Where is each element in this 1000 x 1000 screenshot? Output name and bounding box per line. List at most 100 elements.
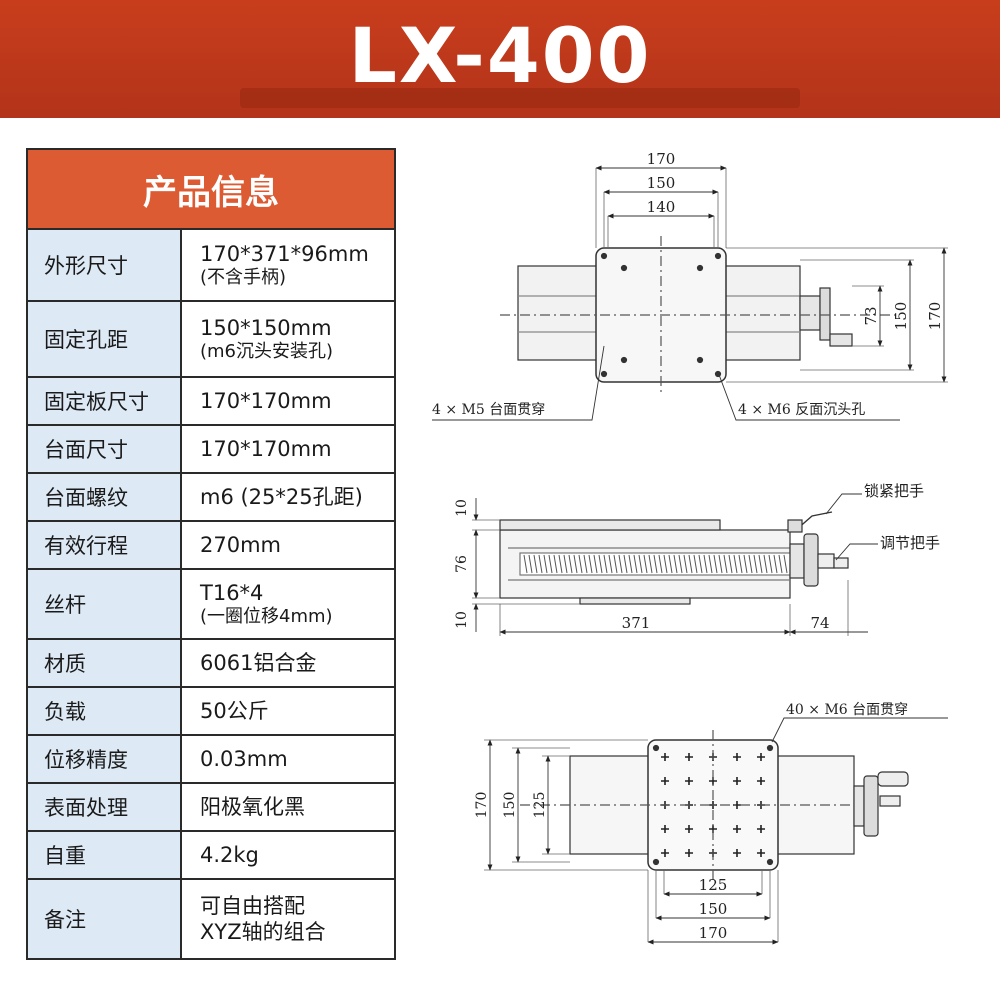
threaded-hole-mark — [709, 753, 717, 761]
threaded-hole-mark — [661, 801, 669, 809]
spec-value: 270mm — [200, 533, 281, 557]
spec-row: 表面处理阳极氧化黑 — [28, 784, 394, 832]
top-dim-150-v: 150 — [892, 302, 910, 331]
spec-value: 0.03mm — [200, 747, 288, 771]
spec-value: 170*170mm — [200, 437, 332, 461]
spec-value-note: XYZ轴的组合 — [200, 920, 326, 944]
mounting-hole — [766, 858, 774, 866]
threaded-hole-mark — [685, 825, 693, 833]
threaded-hole-mark — [709, 801, 717, 809]
spec-label: 固定板尺寸 — [28, 378, 182, 424]
bottom-dim-150-v: 150 — [502, 792, 518, 819]
spec-row: 台面螺纹 m6 (25*25孔距) — [28, 474, 394, 522]
spec-value-note: (一圈位移4mm) — [200, 606, 333, 627]
threaded-hole-mark — [733, 849, 741, 857]
spec-row: 台面尺寸 170*170mm — [28, 426, 394, 474]
spec-value-cell: 50公斤 — [182, 688, 394, 734]
top-platform — [595, 247, 727, 383]
spec-value-cell: 170*170mm — [182, 378, 394, 424]
handle-stub — [799, 295, 821, 331]
spec-value: 可自由搭配 — [200, 894, 305, 918]
top-dim-150: 150 — [647, 174, 676, 192]
threaded-hole-mark — [757, 777, 765, 785]
spec-value: 阳极氧化黑 — [200, 795, 305, 819]
spec-label: 表面处理 — [28, 784, 182, 830]
spec-label: 位移精度 — [28, 736, 182, 782]
spec-value: 150*150mm — [200, 316, 332, 340]
spec-value: m6 (25*25孔距) — [200, 485, 363, 509]
spec-value: 170*170mm — [200, 389, 332, 413]
top-dim-73: 73 — [862, 306, 880, 325]
spec-value-cell: 170*371*96mm(不含手柄) — [182, 230, 394, 300]
threaded-hole-mark — [661, 777, 669, 785]
bottom-rail-body — [569, 755, 855, 855]
threaded-hole-mark — [733, 777, 741, 785]
side-rail-body — [499, 529, 791, 599]
spec-label: 有效行程 — [28, 522, 182, 568]
side-dim-10-bottom: 10 — [454, 611, 470, 629]
top-dim-170-v: 170 — [926, 302, 944, 331]
threaded-hole-mark — [709, 777, 717, 785]
threaded-hole-mark — [709, 849, 717, 857]
spec-value-cell: T16*4(一圈位移4mm) — [182, 570, 394, 638]
spec-value-cell: 270mm — [182, 522, 394, 568]
threaded-hole-mark — [661, 825, 669, 833]
threaded-hole-mark — [757, 753, 765, 761]
side-dim-10-top: 10 — [454, 499, 470, 517]
top-dim-140: 140 — [647, 198, 676, 216]
banner-shadow-band — [240, 88, 800, 108]
threaded-hole-mark — [685, 753, 693, 761]
threaded-hole-mark — [685, 849, 693, 857]
spec-label: 台面螺纹 — [28, 474, 182, 520]
spec-value-note: (m6沉头安装孔) — [200, 341, 334, 362]
top-dim-170: 170 — [647, 150, 676, 168]
spec-value-cell: 4.2kg — [182, 832, 394, 878]
side-dim-371: 371 — [622, 614, 651, 632]
side-dim-74: 74 — [810, 614, 829, 632]
spec-row: 位移精度 0.03mm — [28, 736, 394, 784]
bottom-dim-170: 170 — [699, 924, 728, 942]
bottom-view-drawing — [484, 717, 948, 945]
callout-40-m6: 40 × M6 台面贯穿 — [786, 702, 908, 718]
spec-value-note: (不含手柄) — [200, 267, 287, 288]
threaded-hole-mark — [733, 753, 741, 761]
mounting-hole — [652, 858, 660, 866]
threaded-hole-mark — [757, 825, 765, 833]
threaded-hole-mark — [685, 777, 693, 785]
callout-m6-counterbore: 4 × M6 反面沉头孔 — [738, 402, 865, 418]
spec-label: 备注 — [28, 880, 182, 958]
threaded-hole-mark — [757, 801, 765, 809]
threaded-hole-mark — [661, 849, 669, 857]
spec-label: 固定孔距 — [28, 302, 182, 376]
product-model-title: LX-400 — [348, 11, 652, 100]
threaded-hole-mark — [733, 801, 741, 809]
spec-label: 负载 — [28, 688, 182, 734]
spec-row: 有效行程 270mm — [28, 522, 394, 570]
callout-m5: 4 × M5 台面贯穿 — [432, 402, 545, 418]
platform-hole-grid — [652, 744, 774, 866]
spec-label: 台面尺寸 — [28, 426, 182, 472]
threaded-hole-mark — [733, 825, 741, 833]
threaded-hole-mark — [709, 825, 717, 833]
bottom-dim-170-v: 170 — [474, 792, 490, 819]
top-view-drawing — [432, 165, 948, 421]
bottom-dim-125: 125 — [699, 876, 728, 894]
side-view-drawing — [472, 493, 878, 636]
spec-label: 外形尺寸 — [28, 230, 182, 300]
spec-label: 丝杆 — [28, 570, 182, 638]
bottom-dim-125-v: 125 — [532, 792, 548, 819]
spec-value-cell: 0.03mm — [182, 736, 394, 782]
spec-row: 固定板尺寸 170*170mm — [28, 378, 394, 426]
spec-value: T16*4 — [200, 581, 264, 605]
spec-value: 170*371*96mm — [200, 242, 369, 266]
spec-value-cell: 150*150mm(m6沉头安装孔) — [182, 302, 394, 376]
title-banner: LX-400 — [0, 0, 1000, 118]
spec-label: 自重 — [28, 832, 182, 878]
